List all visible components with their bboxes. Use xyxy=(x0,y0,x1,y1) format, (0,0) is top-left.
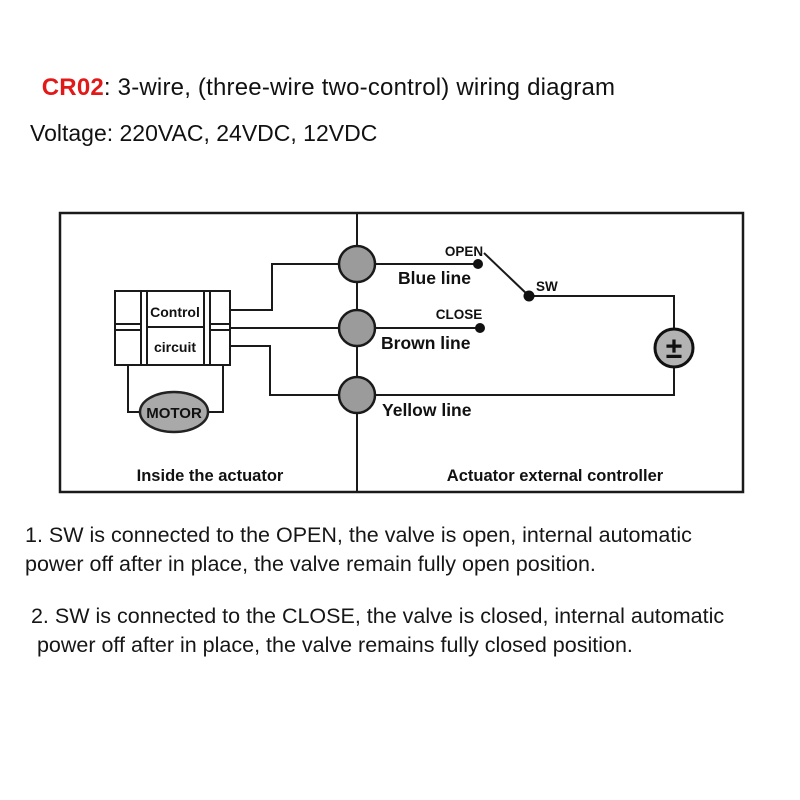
title-text: : 3-wire, (three-wire two-control) wirin… xyxy=(103,74,616,101)
voltage-line: Voltage: 220VAC, 24VDC, 12VDC xyxy=(30,120,378,146)
diagram-frame xyxy=(58,211,745,494)
motor-label: MOTOR xyxy=(146,405,202,422)
wiring-diagram: Control circuit MOTOR ± OPEN Blue line C… xyxy=(58,211,745,494)
note-2: 2. SW is connected to the CLOSE, the val… xyxy=(25,602,724,659)
control-box-label-2: circuit xyxy=(154,339,196,355)
motor-unit: MOTOR xyxy=(127,365,224,434)
terminal-circle-brown xyxy=(337,308,377,348)
blue-line-label: Blue line xyxy=(398,268,471,288)
motor-icon xyxy=(138,390,210,434)
left-section-label: Inside the actuator xyxy=(137,467,284,485)
plus-minus-symbol: ± xyxy=(666,332,682,365)
power-source-icon xyxy=(653,327,695,369)
right-section-label: Actuator external controller xyxy=(447,467,664,485)
internal-wire-blue xyxy=(230,263,340,311)
note-1: 1. SW is connected to the OPEN, the valv… xyxy=(25,521,692,578)
note-1-line-1: 1. SW is connected to the OPEN, the valv… xyxy=(25,523,692,547)
note-1-line-2: power off after in place, the valve rema… xyxy=(25,551,596,576)
open-label: OPEN xyxy=(445,244,483,259)
note-2-line-2: power off after in place, the valve rema… xyxy=(25,632,633,657)
terminal-circle-blue xyxy=(337,244,377,284)
control-box-label-1: Control xyxy=(150,304,200,320)
open-contact-dot xyxy=(473,259,483,269)
model-code: CR02 xyxy=(41,74,104,101)
page-title: CR02: 3-wire, (three-wire two-control) w… xyxy=(28,46,615,102)
internal-wire-yellow xyxy=(230,345,340,396)
power-source: ± xyxy=(653,327,695,369)
close-label: CLOSE xyxy=(436,307,483,322)
note-2-line-1: 2. SW is connected to the CLOSE, the val… xyxy=(25,604,725,628)
switch-pivot-dot xyxy=(523,290,535,302)
yellow-line-wire xyxy=(375,366,675,396)
switch-lever xyxy=(483,252,530,297)
switch-label: SW xyxy=(536,279,558,294)
close-contact-dot xyxy=(475,323,485,333)
brown-line-label: Brown line xyxy=(381,333,471,353)
terminal-circle-yellow xyxy=(337,375,377,415)
control-circuit-box: Control circuit xyxy=(114,290,231,366)
switch-to-power-wire xyxy=(529,295,675,330)
yellow-line-label: Yellow line xyxy=(382,400,472,420)
